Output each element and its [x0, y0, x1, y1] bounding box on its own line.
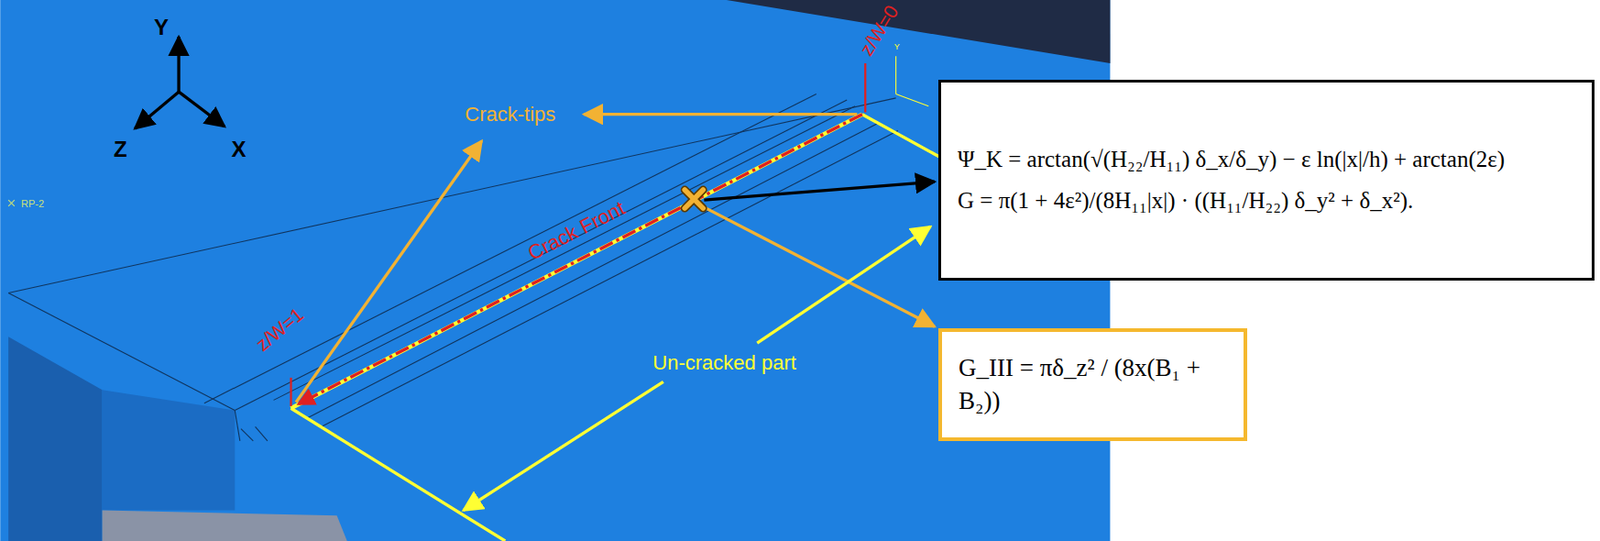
drawing-part: [241, 428, 253, 441]
reference-point-mark: [8, 199, 15, 207]
point-marker: [684, 189, 703, 209]
position-label: z/W=1: [252, 302, 308, 354]
leader-line: [583, 112, 857, 116]
drawing-part: [684, 189, 703, 209]
crack-front-underlay: [291, 114, 863, 409]
formula-box: G_III = πδ_z² / (8x(B₁ + B₂)): [938, 328, 1248, 441]
mesh-lines: [8, 93, 899, 440]
drawing-part: [234, 410, 241, 441]
position-marker: [289, 377, 292, 406]
drawing-part: [895, 55, 897, 94]
leader-line: [756, 226, 931, 343]
callout-label: Un-cracked part: [652, 351, 797, 374]
axis-label: Y: [153, 15, 169, 40]
drawing-part: [134, 91, 179, 129]
drawing-part: [306, 122, 880, 419]
crack-front-line: [297, 114, 863, 405]
drawing-part: [8, 199, 15, 207]
formula-text: G = π(1 + 4ε²)/(8H₁₁|x|) · ((H₁₁/H₂₂) δ_…: [957, 186, 1576, 217]
axis-label: Z: [113, 136, 128, 161]
support-block: [102, 510, 348, 541]
crack-edge-line: [291, 407, 506, 541]
formula-text: Ψ_K = arctan(√(H₂₂/H₁₁) δ_x/δ_y) − ε ln(…: [957, 144, 1576, 176]
drawing-part: [8, 292, 235, 410]
drawing-part: [255, 426, 268, 441]
background-corner: [726, 0, 1111, 64]
formula-text: G_III = πδ_z² / (8x(B₁ + B₂)): [958, 351, 1228, 417]
formula-box: Ψ_K = arctan(√(H₂₂/H₁₁) δ_x/δ_y) − ε ln(…: [938, 79, 1595, 281]
drawing-part: [684, 189, 703, 209]
callout-label: Crack-tips: [464, 103, 556, 126]
leader-line: [701, 206, 935, 327]
drawing-part: [234, 99, 847, 410]
leader-line: [295, 141, 483, 403]
axis-label: Y: [894, 43, 900, 53]
drawing-part: [896, 93, 930, 106]
axis-label: X: [231, 136, 247, 161]
position-marker: [864, 63, 866, 112]
leader-line: [463, 381, 664, 510]
drawing-part: [8, 199, 15, 207]
callout-label: Crack Front: [524, 197, 628, 265]
drawing-part: [273, 106, 856, 401]
plate-front-face: [102, 389, 236, 510]
small-axis-triad: [896, 55, 930, 107]
crack-edge-line: [862, 114, 944, 160]
plate-side-face: [8, 336, 102, 541]
drawing-part: [204, 93, 817, 403]
drawing-part: [178, 91, 225, 127]
drawing-part: [321, 130, 899, 427]
reference-point-label: RP-2: [21, 197, 44, 209]
axis-triad: [134, 36, 225, 129]
drawing-part: [176, 36, 180, 92]
leader-line: [703, 181, 935, 200]
